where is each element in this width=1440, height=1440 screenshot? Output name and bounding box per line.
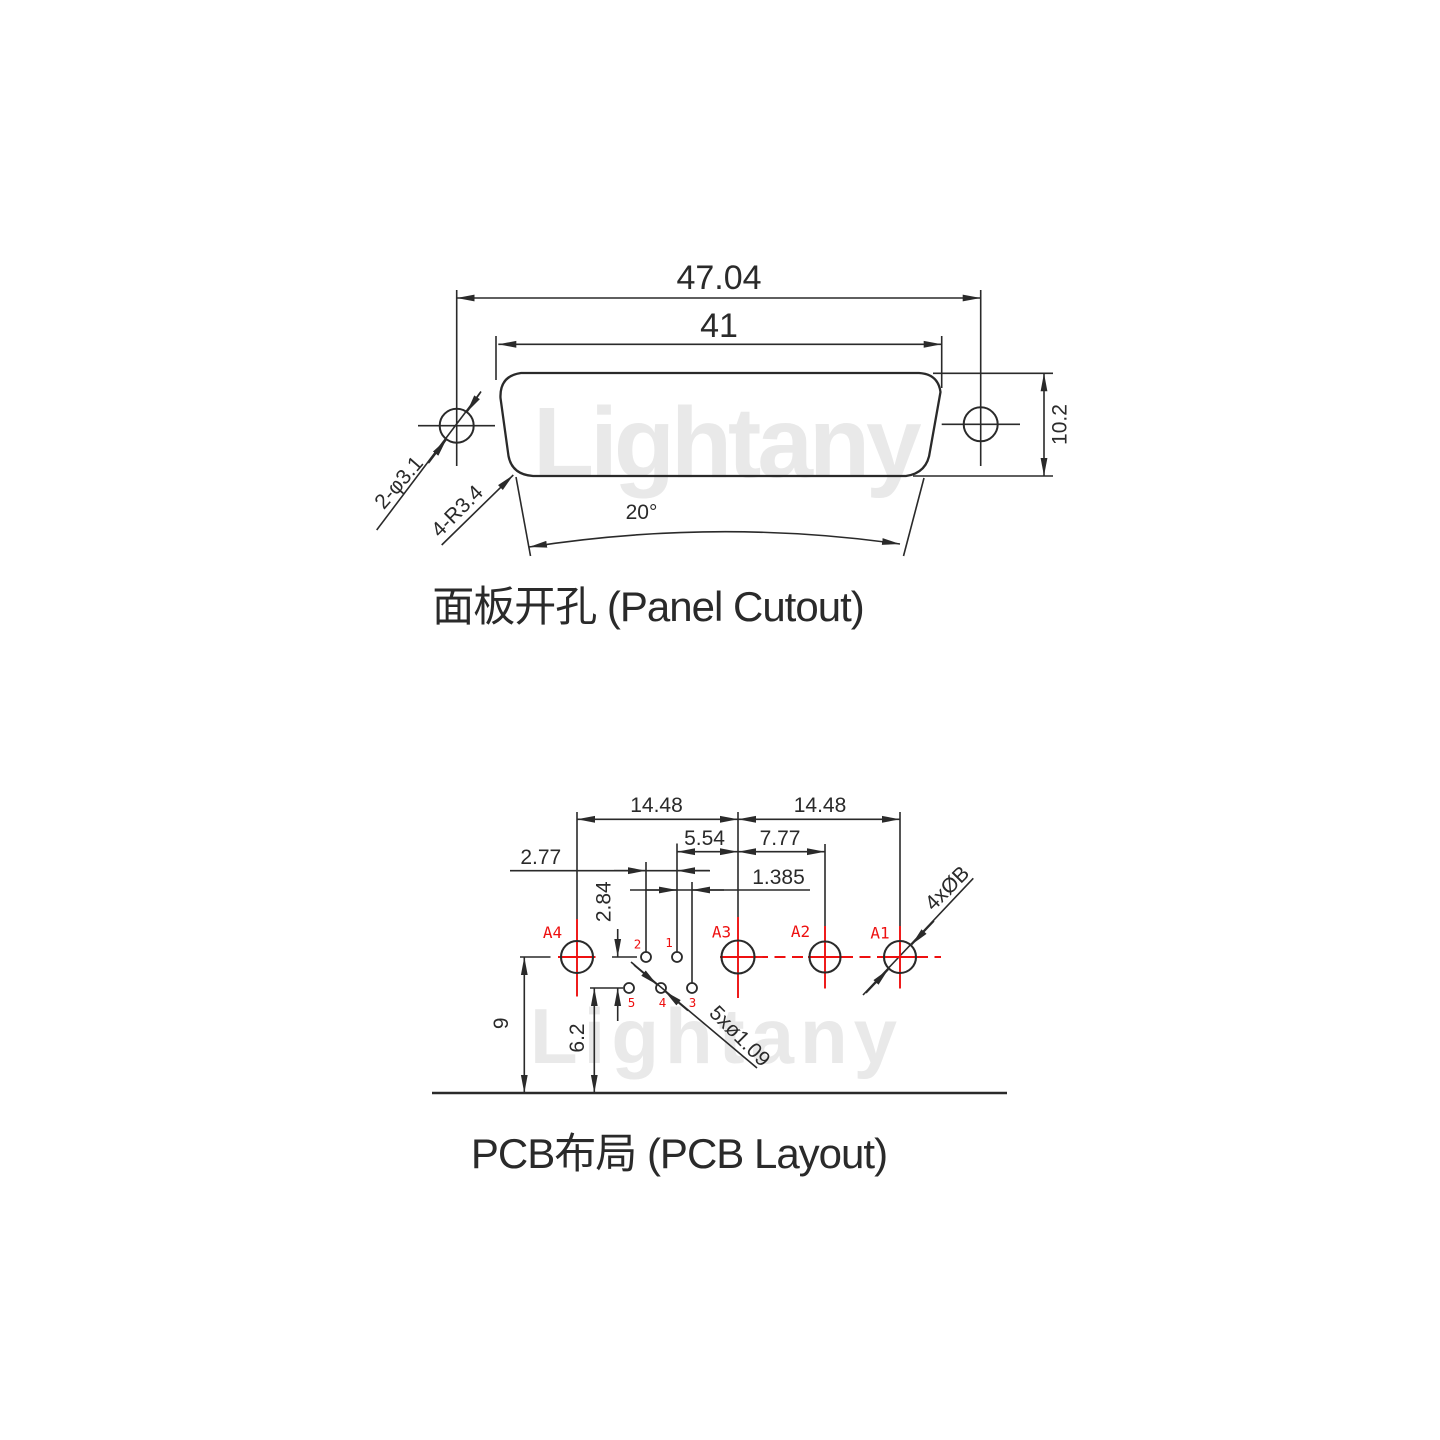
watermark-top: Lightany (533, 387, 922, 499)
label-side-holes: 2-φ3.1 (370, 452, 428, 513)
dim-text-height: 10.2 (1049, 404, 1072, 445)
hole-2 (640, 951, 652, 963)
pcb-layout-drawing (432, 812, 1007, 1095)
dim-text-row-spacing: 2.84 (592, 881, 615, 922)
hole-label-3: 3 (689, 995, 697, 1010)
flank-extension-right (902, 477, 925, 557)
leader-arrow (664, 990, 689, 1012)
leader-line-corner-radius (441, 474, 514, 546)
leader-arrow (633, 964, 658, 986)
hole-a3 (720, 939, 756, 975)
hole-label-1: 1 (665, 935, 673, 950)
leader-arrow (911, 920, 935, 946)
hole-1 (671, 951, 683, 963)
angle-arc (528, 530, 901, 548)
leader-arrow (466, 391, 482, 413)
hole-a2 (808, 940, 842, 974)
dim-text-a3-a2: 7.77 (760, 827, 801, 850)
hole-label-a4: A4 (543, 923, 562, 942)
dim-text-angle: 20° (626, 501, 658, 524)
hole-label-a3: A3 (712, 923, 731, 942)
hole-label-a2: A2 (791, 922, 810, 941)
dim-text-inner-width: 41 (700, 307, 738, 345)
flank-extension-left (515, 476, 532, 557)
leader-line-side-holes (376, 392, 481, 531)
dim-text-a3-a1: 14.48 (794, 794, 847, 817)
panel-cutout-drawing (376, 290, 1053, 557)
hole-label-4: 4 (659, 995, 667, 1010)
dim-text-a-row-height: 9 (490, 1017, 513, 1029)
leader-arrow (865, 968, 889, 994)
dim-text-pin-pitch: 2.77 (520, 846, 561, 869)
hole-a1 (882, 939, 918, 975)
dim-text-a4-a3: 14.48 (630, 794, 683, 817)
hole-label-a1: A1 (870, 924, 889, 943)
leader-arrow (427, 438, 448, 464)
hole-label-5: 5 (628, 995, 636, 1010)
hole-4 (655, 982, 667, 994)
dim-text-overall-width: 47.04 (676, 259, 761, 297)
pcb-layout-title: PCB布局 (PCB Layout) (471, 1130, 887, 1177)
hole-3 (686, 982, 698, 994)
dim-text-row-stagger: 1.385 (752, 866, 805, 889)
red-centerlines (558, 917, 941, 998)
panel-cutout-title: 面板开孔 (Panel Cutout) (432, 583, 863, 630)
cutout-outline (499, 371, 942, 478)
label-corner-radius: 4-R3.4 (427, 481, 488, 542)
hole-label-2: 2 (634, 937, 642, 952)
dim-text-pin-row-height: 6.2 (566, 1023, 589, 1052)
hole-5 (623, 982, 635, 994)
hole-a4 (559, 939, 595, 975)
label-power-holes: 4xØB (921, 862, 974, 915)
dim-text-pin1-a3: 5.54 (684, 827, 725, 850)
